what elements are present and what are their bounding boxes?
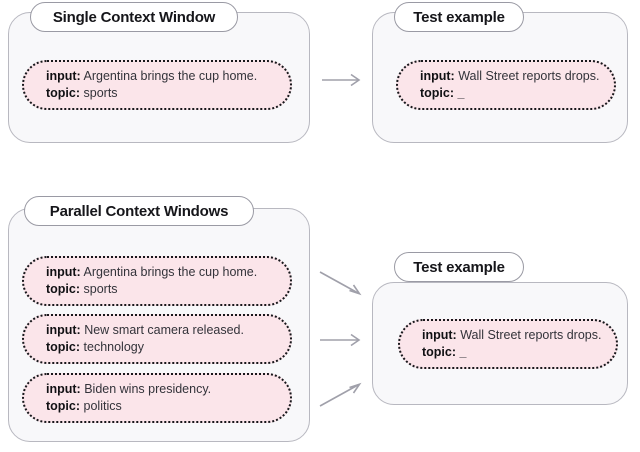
test-example-top-title: Test example [413, 8, 505, 26]
test-example-bottom-title-pill: Test example [394, 252, 524, 282]
topic-label: topic: [422, 345, 457, 359]
input-label: input: [46, 69, 81, 83]
topic-value: sports [83, 86, 118, 100]
single-context-window-title: Single Context Window [52, 8, 216, 26]
input-value: Argentina brings the cup home. [83, 69, 258, 83]
input-label: input: [422, 328, 457, 342]
example-topic-line: topic: technology [46, 339, 290, 356]
test-example-bottom-box: input: Wall Street reports drops. topic:… [398, 319, 618, 369]
input-label: input: [420, 69, 455, 83]
arrow-parallel-2-to-test [320, 333, 361, 347]
example-input-line: input: New smart camera released. [46, 322, 290, 339]
input-value: Biden wins presidency. [84, 382, 212, 396]
topic-value: _ [457, 86, 465, 100]
parallel-context-example-1: input: Argentina brings the cup home. to… [22, 256, 292, 306]
input-label: input: [46, 265, 81, 279]
parallel-context-example-2: input: New smart camera released. topic:… [22, 314, 292, 364]
topic-label: topic: [46, 86, 81, 100]
example-topic-line: topic: politics [46, 398, 290, 415]
example-topic-line: topic: _ [422, 344, 616, 361]
input-label: input: [46, 323, 81, 337]
example-topic-line: topic: sports [46, 281, 290, 298]
topic-label: topic: [46, 340, 81, 354]
parallel-context-windows-title: Parallel Context Windows [49, 202, 229, 220]
example-input-line: input: Argentina brings the cup home. [46, 68, 290, 85]
example-input-line: input: Argentina brings the cup home. [46, 264, 290, 281]
single-context-example-1: input: Argentina brings the cup home. to… [22, 60, 292, 110]
input-value: New smart camera released. [84, 323, 244, 337]
input-value: Wall Street reports drops. [458, 69, 600, 83]
topic-value: _ [459, 345, 467, 359]
example-input-line: input: Wall Street reports drops. [422, 327, 616, 344]
example-input-line: input: Biden wins presidency. [46, 381, 290, 398]
topic-value: technology [83, 340, 144, 354]
topic-label: topic: [46, 399, 81, 413]
topic-label: topic: [46, 282, 81, 296]
test-example-bottom-title: Test example [413, 258, 505, 276]
topic-label: topic: [420, 86, 455, 100]
test-example-top-title-pill: Test example [394, 2, 524, 32]
arrow-parallel-3-to-test [319, 382, 362, 407]
test-example-top-box: input: Wall Street reports drops. topic:… [396, 60, 616, 110]
example-topic-line: topic: _ [420, 85, 614, 102]
input-label: input: [46, 382, 81, 396]
arrow-parallel-1-to-test [319, 271, 362, 296]
input-value: Wall Street reports drops. [460, 328, 602, 342]
input-value: Argentina brings the cup home. [83, 265, 258, 279]
topic-value: politics [83, 399, 122, 413]
example-input-line: input: Wall Street reports drops. [420, 68, 614, 85]
parallel-context-example-3: input: Biden wins presidency. topic: pol… [22, 373, 292, 423]
arrow-top-single-to-test [322, 73, 361, 87]
parallel-context-windows-title-pill: Parallel Context Windows [24, 196, 254, 226]
example-topic-line: topic: sports [46, 85, 290, 102]
single-context-window-title-pill: Single Context Window [30, 2, 238, 32]
topic-value: sports [83, 282, 118, 296]
